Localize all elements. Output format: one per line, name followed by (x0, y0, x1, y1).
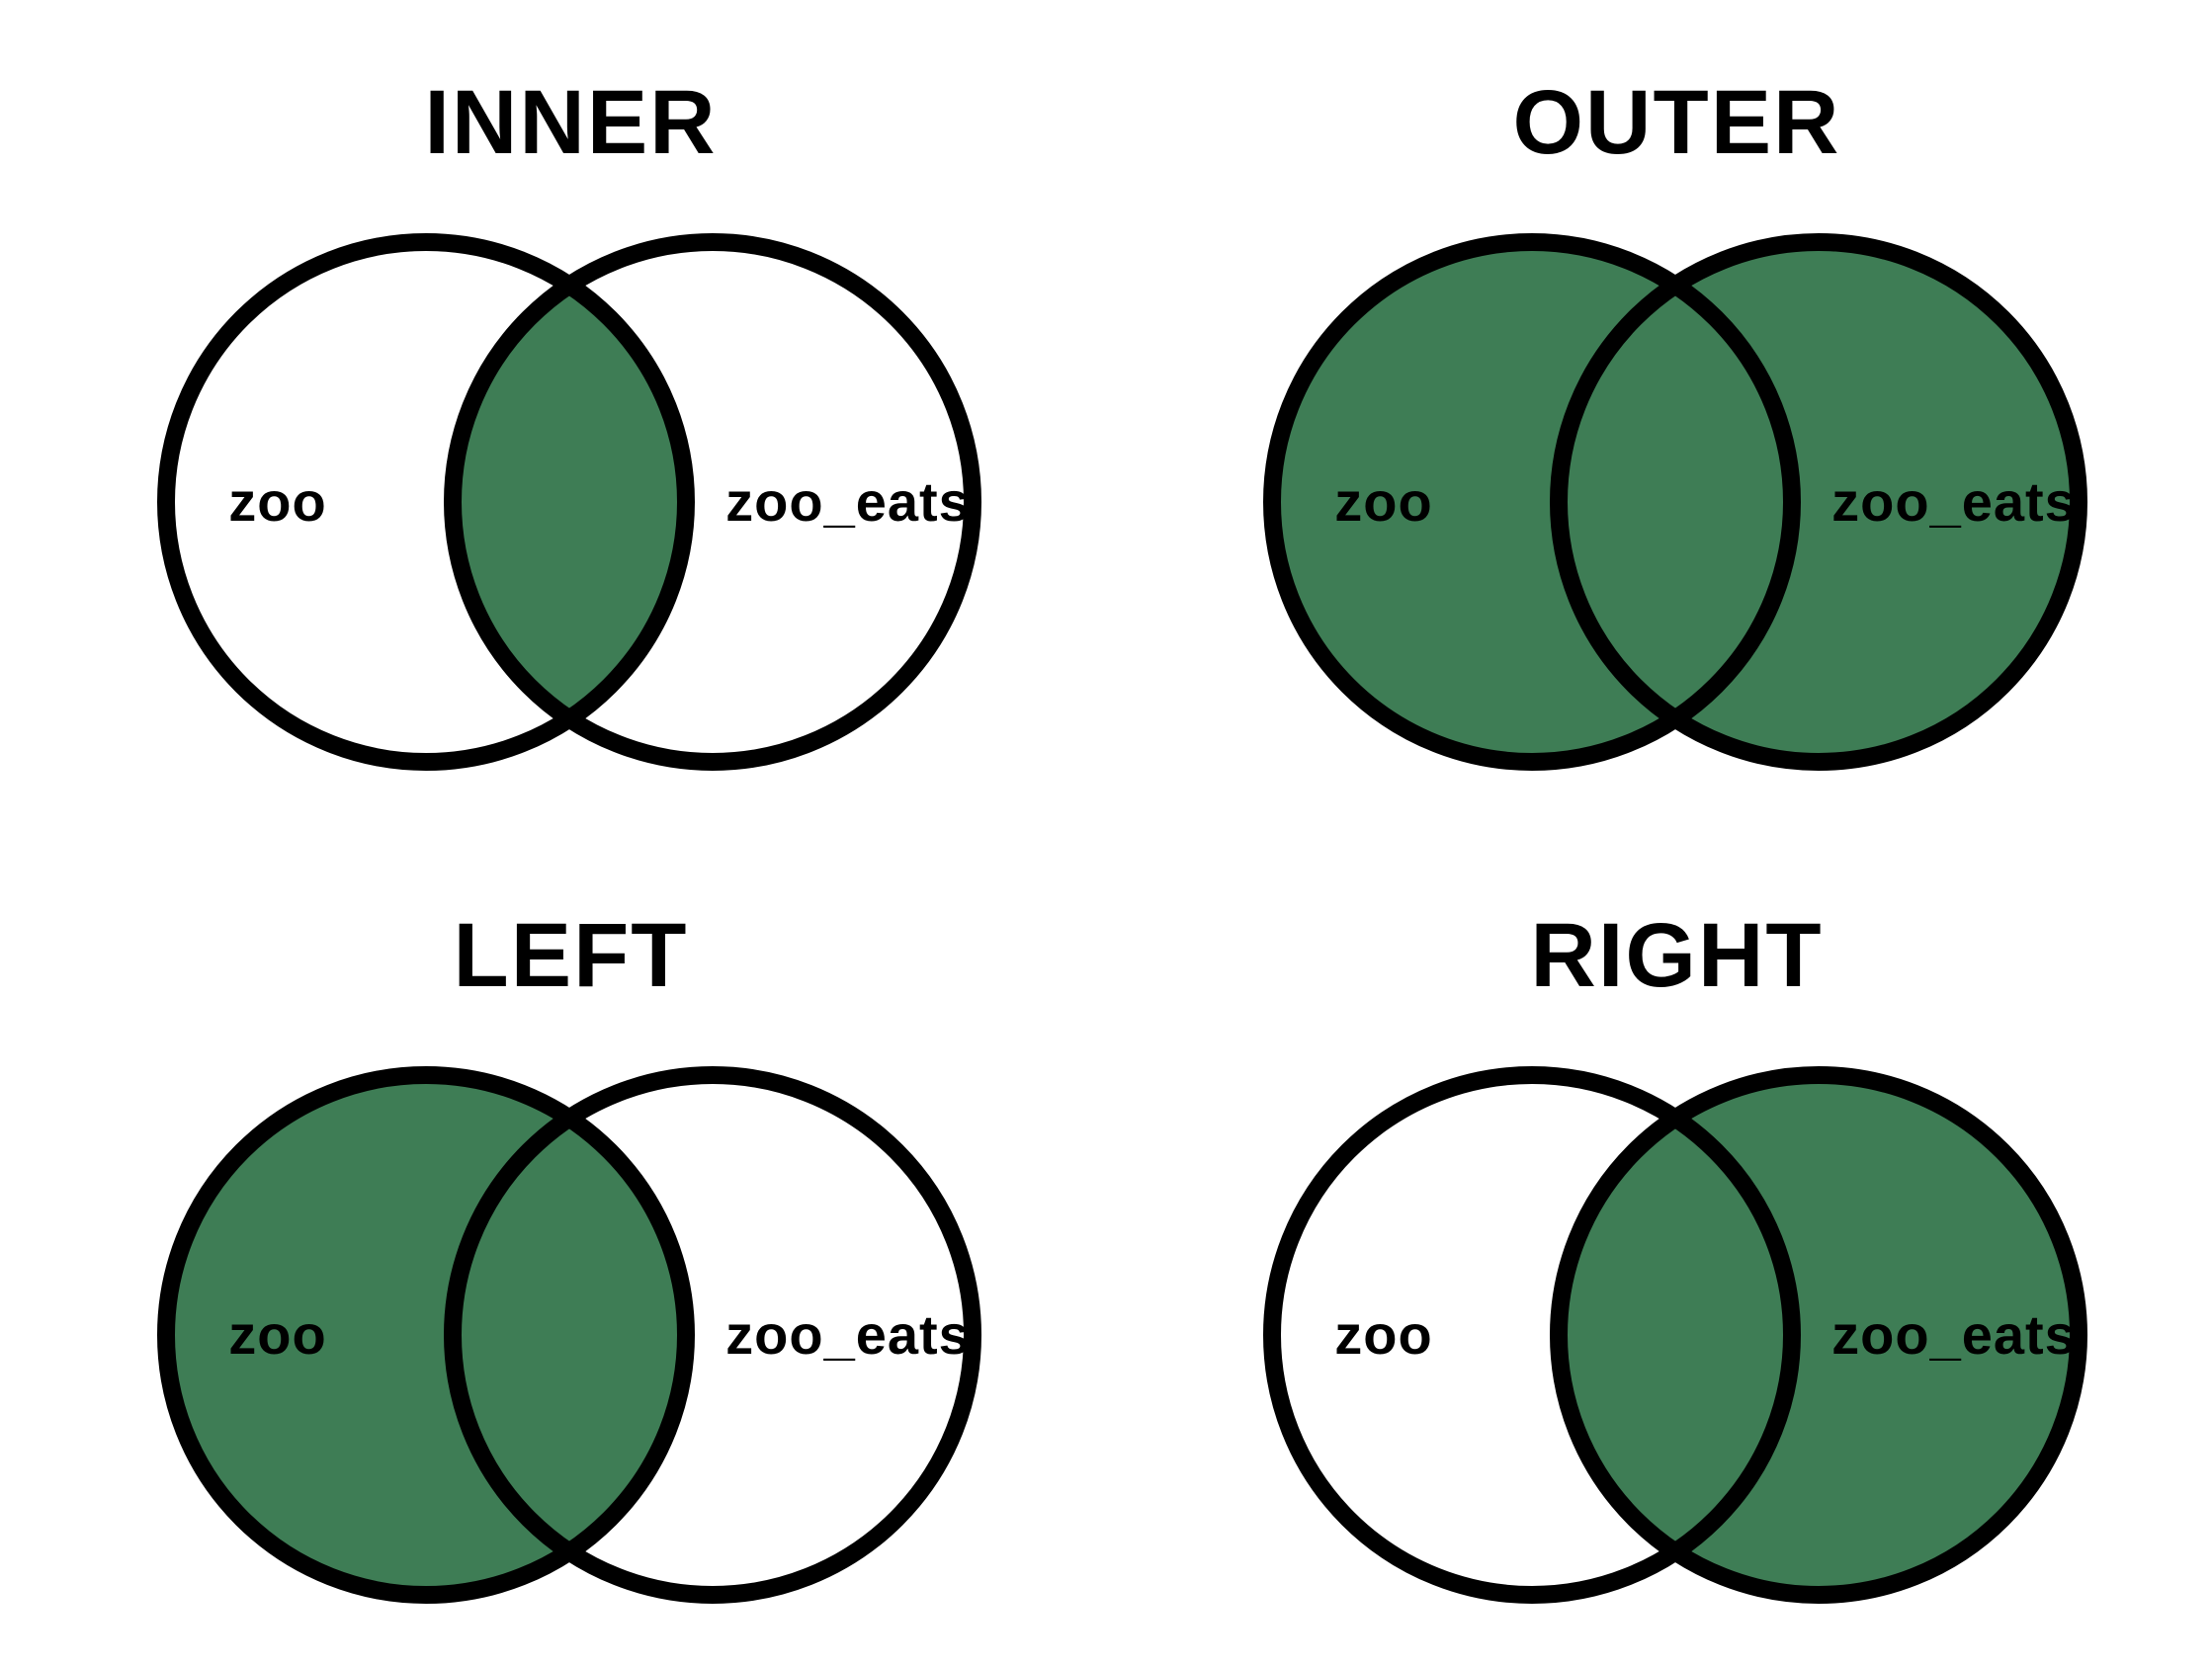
diagram-title-inner: INNER (424, 72, 718, 173)
left-circle-label: zoo (1334, 1303, 1432, 1366)
left-circle-outline (1263, 233, 1801, 771)
panel-outer-join: OUTER zoo zoo_eats (1106, 0, 2212, 833)
right-circle-outline (1550, 1066, 2087, 1604)
venn-diagram-inner: zoo zoo_eats (157, 233, 981, 771)
right-circle-outline (444, 1066, 981, 1604)
left-circle-outline (1263, 1066, 1801, 1604)
venn-diagram-outer: zoo zoo_eats (1263, 233, 2087, 771)
right-circle-label: zoo_eats (725, 1303, 971, 1366)
right-circle-outline (444, 233, 981, 771)
left-circle-outline (157, 233, 695, 771)
right-circle-label: zoo_eats (725, 470, 971, 533)
left-circle-outline (157, 1066, 695, 1604)
panel-left-join: LEFT zoo zoo_eats (0, 833, 1106, 1666)
intersection-fill (453, 242, 686, 762)
diagram-title-outer: OUTER (1512, 72, 1841, 173)
panel-right-join: RIGHT zoo zoo_eats (1106, 833, 2212, 1666)
left-circle-label: zoo (1334, 470, 1432, 533)
venn-diagram-right: zoo zoo_eats (1263, 1066, 2087, 1604)
right-circle-outline (1550, 233, 2087, 771)
left-circle-label: zoo (228, 1303, 326, 1366)
venn-diagram-left: zoo zoo_eats (157, 1066, 981, 1604)
intersection-fill (1559, 242, 1792, 762)
intersection-fill (1559, 1075, 1792, 1595)
right-circle-label: zoo_eats (1831, 1303, 2077, 1366)
intersection-fill (453, 1075, 686, 1595)
diagram-title-right: RIGHT (1530, 905, 1824, 1006)
panel-inner-join: INNER zoo zoo_eats (0, 0, 1106, 833)
left-circle-label: zoo (228, 470, 326, 533)
right-circle-label: zoo_eats (1831, 470, 2077, 533)
diagram-title-left: LEFT (453, 905, 689, 1006)
